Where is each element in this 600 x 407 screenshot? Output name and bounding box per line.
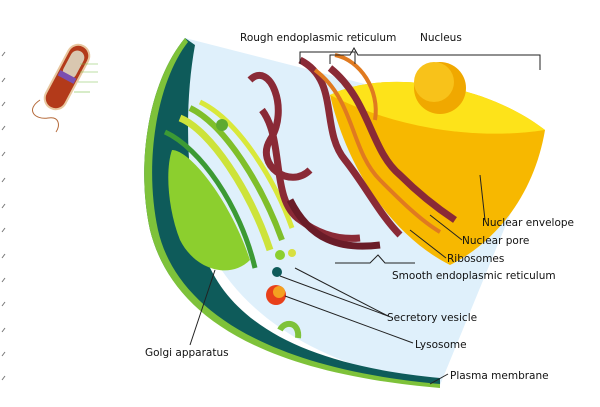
label-nuclear-envelope: Nuclear envelope — [482, 217, 574, 229]
bacterium-thumbnail — [32, 43, 98, 133]
vesicle — [272, 267, 282, 277]
endoplasmic-reticulum — [247, 53, 457, 250]
label-secretory-vesicle: Secretory vesicle — [387, 312, 477, 324]
label-lysosome: Lysosome — [415, 339, 467, 351]
nucleus — [330, 62, 545, 265]
edge-marks — [1, 51, 6, 381]
label-smooth-er: Smooth endoplasmic reticulum — [392, 270, 556, 282]
label-plasma-membrane: Plasma membrane — [450, 370, 549, 382]
label-nuclear-pore: Nuclear pore — [462, 235, 529, 247]
label-ribosomes: Ribosomes — [447, 253, 504, 265]
leader-lines — [189, 46, 541, 385]
label-nucleus: Nucleus — [420, 32, 462, 44]
label-rough-er: Rough endoplasmic reticulum — [240, 32, 396, 44]
golgi-apparatus — [163, 99, 295, 271]
label-golgi: Golgi apparatus — [145, 347, 229, 359]
plasma-membrane-shape — [144, 38, 441, 385]
vesicle — [288, 249, 296, 257]
